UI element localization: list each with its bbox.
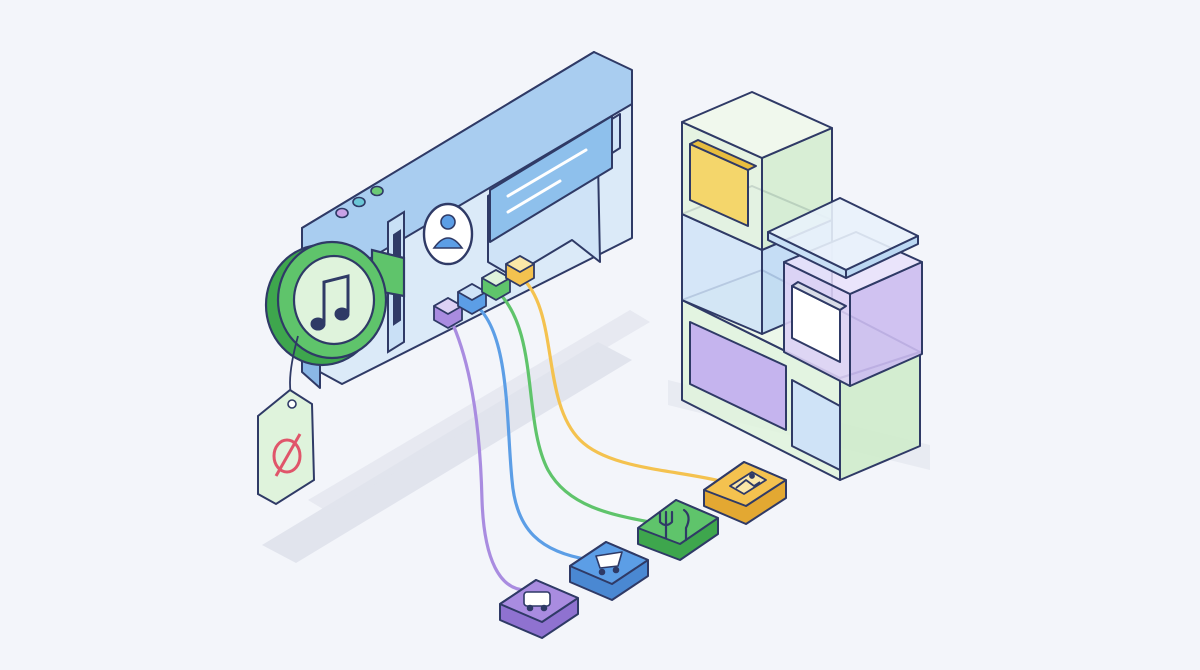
top-cube — [681, 91, 833, 251]
restaurant-tile[interactable] — [637, 499, 719, 561]
fork-knife-icon — [658, 508, 690, 542]
empty-set-icon — [272, 433, 302, 477]
shopping-cart-icon — [595, 551, 623, 576]
image-icon — [729, 471, 767, 495]
purple-slab — [689, 321, 787, 431]
cart-tile[interactable] — [569, 541, 649, 601]
yellow-plug — [505, 255, 535, 287]
music-note-icon — [310, 274, 350, 331]
cable-plugs — [433, 255, 535, 329]
music-badge[interactable] — [264, 240, 406, 367]
green-plug — [481, 269, 511, 301]
avatar — [422, 202, 474, 266]
user-icon — [432, 214, 464, 249]
purple-cable-wire — [448, 316, 528, 592]
blue-plug — [457, 283, 487, 315]
blue-cable-wire — [472, 302, 592, 562]
window-dots — [335, 185, 384, 219]
window-dot-teal — [352, 196, 366, 208]
bus-icon — [523, 591, 551, 612]
message-bubble — [487, 113, 621, 277]
endpoint-tiles — [499, 461, 787, 639]
image-tile[interactable] — [703, 461, 787, 525]
price-tag — [257, 335, 316, 506]
cables — [448, 274, 726, 592]
glass-lid — [767, 197, 919, 279]
window-dot-green — [370, 185, 384, 197]
cube-stack — [681, 91, 923, 481]
green-cable-wire — [494, 288, 662, 526]
blue-square — [791, 379, 841, 471]
window-dot-purple — [335, 207, 349, 219]
yellow-cable-wire — [518, 274, 726, 484]
bus-tile[interactable] — [499, 579, 579, 639]
